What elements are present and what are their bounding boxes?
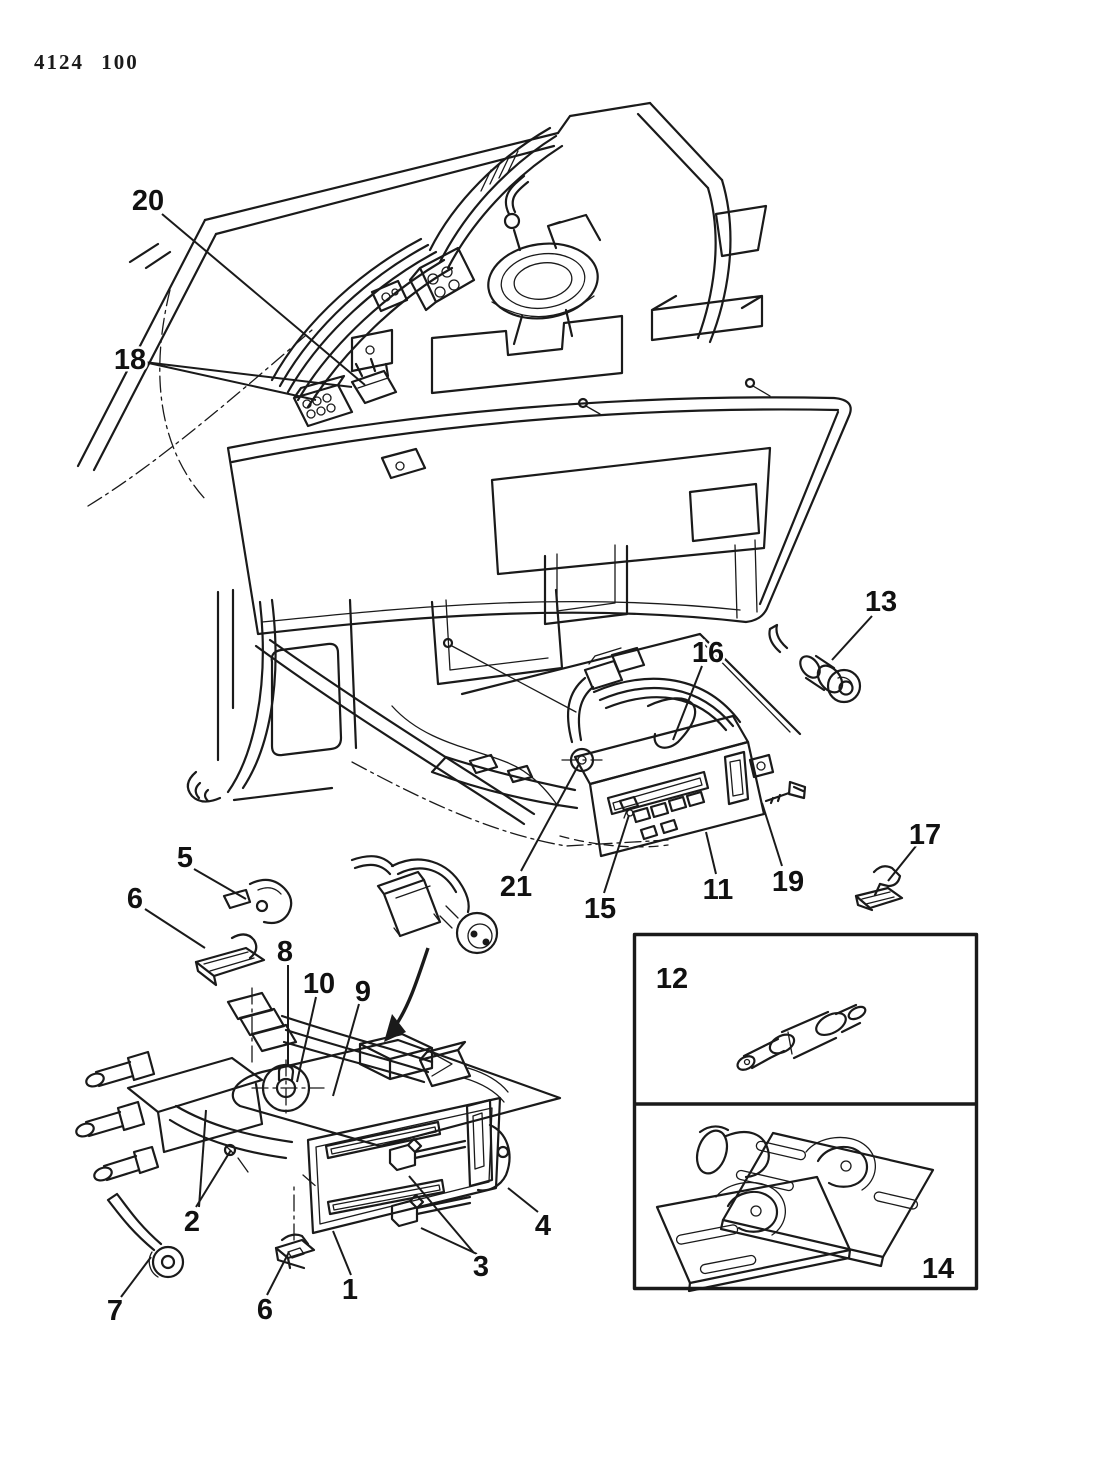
check-valve-12-drawing [736,1003,867,1071]
callout-leader-17-8 [887,845,917,882]
callout-label-6-17: 6 [257,1294,273,1326]
callout-label-14-21: 14 [922,1253,954,1285]
dashboard-cowl-drawing [76,101,768,507]
main-wiring-harness-drawing [270,126,564,428]
instrument-panel-drawing [226,294,852,636]
callout-label-12-14: 12 [656,963,688,995]
callout-label-7-16: 7 [107,1295,123,1327]
callout-leader-1-18 [332,1230,352,1276]
callout-leader-15-5 [603,814,630,894]
callout-leader-2-15 [198,1109,207,1208]
callout-label-13-2: 13 [865,586,897,618]
callout-leader-10-12 [296,996,317,1083]
inset-box [632,932,979,1291]
callout-label-17-8: 17 [909,819,941,851]
vacuum-actuator-drawing [487,174,602,346]
callout-label-10-12: 10 [303,968,335,1000]
cable-clips-14-drawing [655,1125,935,1293]
callout-leader-7-16 [120,1256,152,1298]
panel-braces-drawing [430,544,802,736]
callout-leader-6-17 [266,1251,290,1296]
callout-leader-6-10 [144,908,206,949]
part-number: 4124 100 [34,50,139,74]
connector-and-arrow-drawing [350,855,499,1042]
callout-label-6-10: 6 [127,883,143,915]
callout-label-5-9: 5 [177,842,193,874]
callout-leader-18-1 [143,361,317,401]
panel-side-pillar-drawing [186,588,358,803]
small-clips-drawing [106,878,316,1279]
callout-label-21-4: 21 [500,871,532,903]
lower-dash-contour-drawing [254,638,669,848]
exploded-heater-control-drawing [75,987,562,1241]
installed-heater-control-drawing [430,646,807,858]
callout-leader-3-19 [408,1175,475,1254]
callout-label-11-6: 11 [703,874,734,906]
bulb-socket-13-drawing [768,623,862,704]
callout-label-9-13: 9 [355,976,371,1008]
callout-label-20-0: 20 [132,185,164,217]
callout-leader-13-2 [831,615,873,661]
callout-label-19-7: 19 [772,866,804,898]
callout-leader-19-7 [761,802,783,867]
callout-leader-18-1 [143,361,353,388]
callout-leader-9-13 [332,1003,360,1097]
callout-leader-20-0 [161,213,366,386]
callout-label-4-20: 4 [535,1210,551,1242]
callout-label-18-1: 18 [114,344,146,376]
callout-label-1-18: 1 [342,1274,358,1306]
callout-leader-4-20 [507,1187,539,1213]
callout-leader-3-19 [420,1227,478,1255]
callout-leader-21-4 [520,763,580,872]
callout-label-16-3: 16 [692,637,724,669]
callout-label-3-19: 3 [473,1251,489,1283]
callout-label-2-15: 2 [184,1206,200,1238]
callout-leader-2-15 [195,1149,232,1208]
callout-label-15-5: 15 [584,893,616,925]
cable-clip-17-drawing [854,865,904,912]
callout-label-8-11: 8 [277,936,293,968]
callout-leader-5-9 [193,868,247,900]
callout-leader-11-6 [705,831,717,875]
plate-harness-drawing [226,991,509,1103]
callout-leader-16-3 [672,665,703,741]
